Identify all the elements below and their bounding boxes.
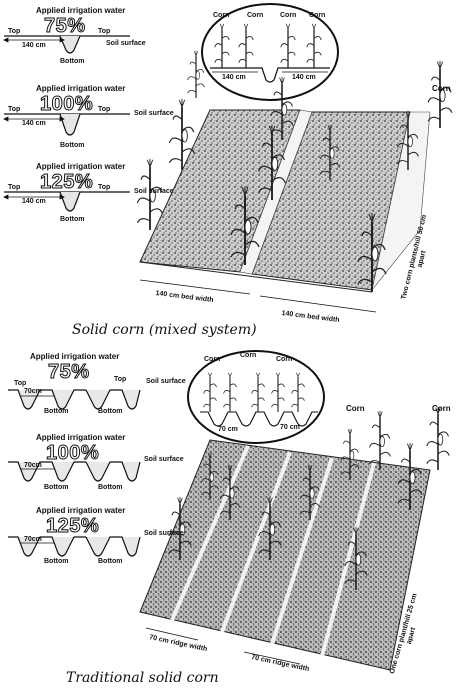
inset-profile-top [210,67,330,83]
ridge-profile-100 [8,461,141,482]
inset-corn-b1: Corn [204,356,221,363]
level-125: 125% [39,171,94,193]
top-label-100-right: Top [98,106,111,113]
ridge-width-arrows [145,627,301,665]
bottom-label-125: Bottom [60,216,85,223]
width-label-b75: 70cm [24,388,42,395]
level-b100: 100% [45,442,100,464]
bottom-label-75: Bottom [60,58,85,65]
applied-water-label-b100: Applied irrigation water [36,433,126,442]
corn-label-bottom-1: Corn [346,404,365,413]
applied-water-label-100: Applied irrigation water [36,84,126,93]
level-75: 75% [44,15,86,37]
inset-corn-b3: Corn [276,356,293,363]
level-100: 100% [39,93,94,115]
bottom-label-b125-2: Bottom [98,558,123,565]
inset-width-label-2: 140 cm [292,74,316,81]
bottom-label-b75-2: Bottom [98,408,123,415]
level-b125: 125% [45,515,100,537]
level-b75: 75% [48,361,90,383]
soil-surface-b125: Soil surface [144,530,184,537]
inset-oval-bottom [187,350,325,444]
applied-water-label-b125: Applied irrigation water [36,506,126,515]
width-label-100: 140 cm [22,120,46,127]
applied-water-label-b75: Applied irrigation water [30,352,120,361]
soil-surface-100: Soil surface [134,110,174,117]
ridge-profile-125 [8,536,141,557]
width-label-b125: 70cm [24,536,42,543]
caption-top: Solid corn (mixed system) [72,322,257,338]
inset-corn-b2: Corn [240,352,257,359]
top-label-75-left: Top [8,28,21,35]
applied-water-label-75: Applied irrigation water [36,6,126,15]
caption-bottom: Traditional solid corn [66,670,219,686]
ridge-profile-75 [8,389,141,410]
top-label-b75-right: Top [114,376,127,383]
bottom-label-b125-1: Bottom [44,558,69,565]
top-label-125-right: Top [98,184,111,191]
inset-width-label-1: 140 cm [222,74,246,81]
beds-3d-top [139,109,431,293]
bed-width-arrows [139,279,377,313]
applied-water-label-125: Applied irrigation water [36,162,126,171]
bottom-label-b100-1: Bottom [44,484,69,491]
top-label-b75-left: Top [14,380,27,387]
ridges-3d-bottom [139,439,431,671]
inset-width-b2: 70 cm [280,424,300,431]
inset-width-b1: 70 cm [218,426,238,433]
bottom-label-100: Bottom [60,142,85,149]
top-label-125-left: Top [8,184,21,191]
bed-profile-125 [4,191,130,212]
inset-corn-label-3: Corn [280,12,297,19]
inset-corn-label-1: Corn [213,12,230,19]
top-label-75-right: Top [98,28,111,35]
soil-surface-b75: Soil surface [146,378,186,385]
top-label-100-left: Top [8,106,21,113]
width-arrows-bottom [20,395,54,544]
width-label-75: 140 cm [22,42,46,49]
bottom-label-b75-1: Bottom [44,408,69,415]
soil-surface-b100: Soil surface [144,456,184,463]
corn-label-top: Corn [432,84,451,93]
width-label-125: 140 cm [22,198,46,205]
soil-surface-125: Soil surface [134,188,174,195]
inset-oval-top [201,3,339,101]
bottom-label-b100-2: Bottom [98,484,123,491]
inset-corn-label-2: Corn [247,12,264,19]
inset-corn-label-4: Corn [309,12,326,19]
inset-profile-bottom [200,411,318,427]
bed-profile-75 [4,35,130,54]
soil-surface-75: Soil surface [106,40,146,47]
width-arrows-top [3,37,65,200]
corn-label-bottom-2: Corn [432,404,451,413]
bed-profile-100 [4,113,130,136]
width-label-b100: 70cm [24,462,42,469]
